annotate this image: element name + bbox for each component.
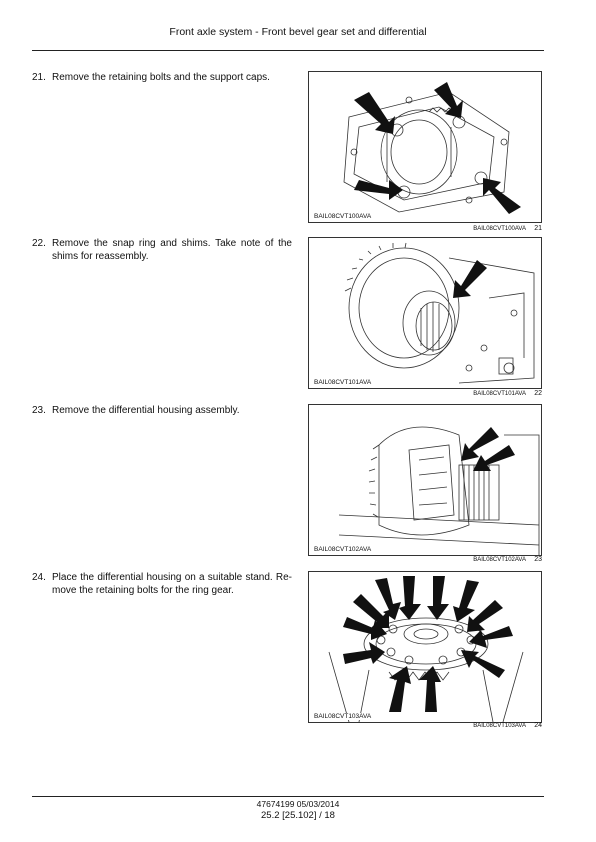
step-number: 22. xyxy=(32,238,46,249)
figure-22: BAIL08CVT101AVA xyxy=(308,237,542,389)
header-rule xyxy=(32,50,544,51)
figure-number: 23 xyxy=(534,556,542,563)
footer-page-ref: 25.2 [25.102] / 18 xyxy=(261,810,335,821)
figure-24-caption: BAIL08CVT103AVA 24 xyxy=(308,722,542,732)
snap-ring-illustration xyxy=(344,242,535,384)
figure-code: BAIL08CVT103AVA xyxy=(473,723,526,729)
figure-number: 21 xyxy=(534,225,542,232)
figure-code-inset: BAIL08CVT102AVA xyxy=(312,546,374,553)
figure-code-inset: BAIL08CVT101AVA xyxy=(312,379,374,386)
step-text: Remove the snap ring and shims. Take not… xyxy=(52,238,292,262)
figure-21-caption: BAIL08CVT100AVA 21 xyxy=(308,225,542,235)
figure-24: BAIL08CVT103AVA xyxy=(308,571,542,723)
step-text: Remove the differential housing assembly… xyxy=(52,405,240,416)
bearing-caps-illustration xyxy=(343,82,521,214)
page-header-title: Front axle system - Front bevel gear set… xyxy=(169,26,427,38)
figure-code-inset: BAIL08CVT103AVA xyxy=(312,713,374,720)
step-22: 22. Remove the snap ring and shims. Take… xyxy=(32,237,292,263)
figure-number: 22 xyxy=(534,390,542,397)
step-number: 24. xyxy=(32,572,46,583)
figure-code-inset: BAIL08CVT100AVA xyxy=(312,213,374,220)
figure-number: 24 xyxy=(534,722,542,729)
step-24: 24. Place the differential housing on a … xyxy=(32,571,292,597)
differential-housing-illustration xyxy=(338,426,540,555)
step-21: 21. Remove the retaining bolts and the s… xyxy=(32,71,292,84)
figure-22-caption: BAIL08CVT101AVA 22 xyxy=(308,390,542,400)
figure-21: BAIL08CVT100AVA xyxy=(308,71,542,223)
step-number: 21. xyxy=(32,72,46,83)
step-text: Place the differential housing on a suit… xyxy=(52,572,292,596)
figure-23-caption: BAIL08CVT102AVA 23 xyxy=(308,556,542,566)
figure-code: BAIL08CVT102AVA xyxy=(473,557,526,563)
figure-code: BAIL08CVT101AVA xyxy=(473,391,526,397)
footer-rule xyxy=(32,796,544,797)
ring-gear-bolts-illustration xyxy=(328,576,524,722)
step-number: 23. xyxy=(32,405,46,416)
step-23: 23. Remove the differential housing asse… xyxy=(32,404,292,417)
figure-code: BAIL08CVT100AVA xyxy=(473,226,526,232)
footer-doc-ref: 47674199 05/03/2014 xyxy=(256,799,340,809)
figure-23: BAIL08CVT102AVA xyxy=(308,404,542,556)
step-text: Remove the retaining bolts and the suppo… xyxy=(52,72,270,83)
